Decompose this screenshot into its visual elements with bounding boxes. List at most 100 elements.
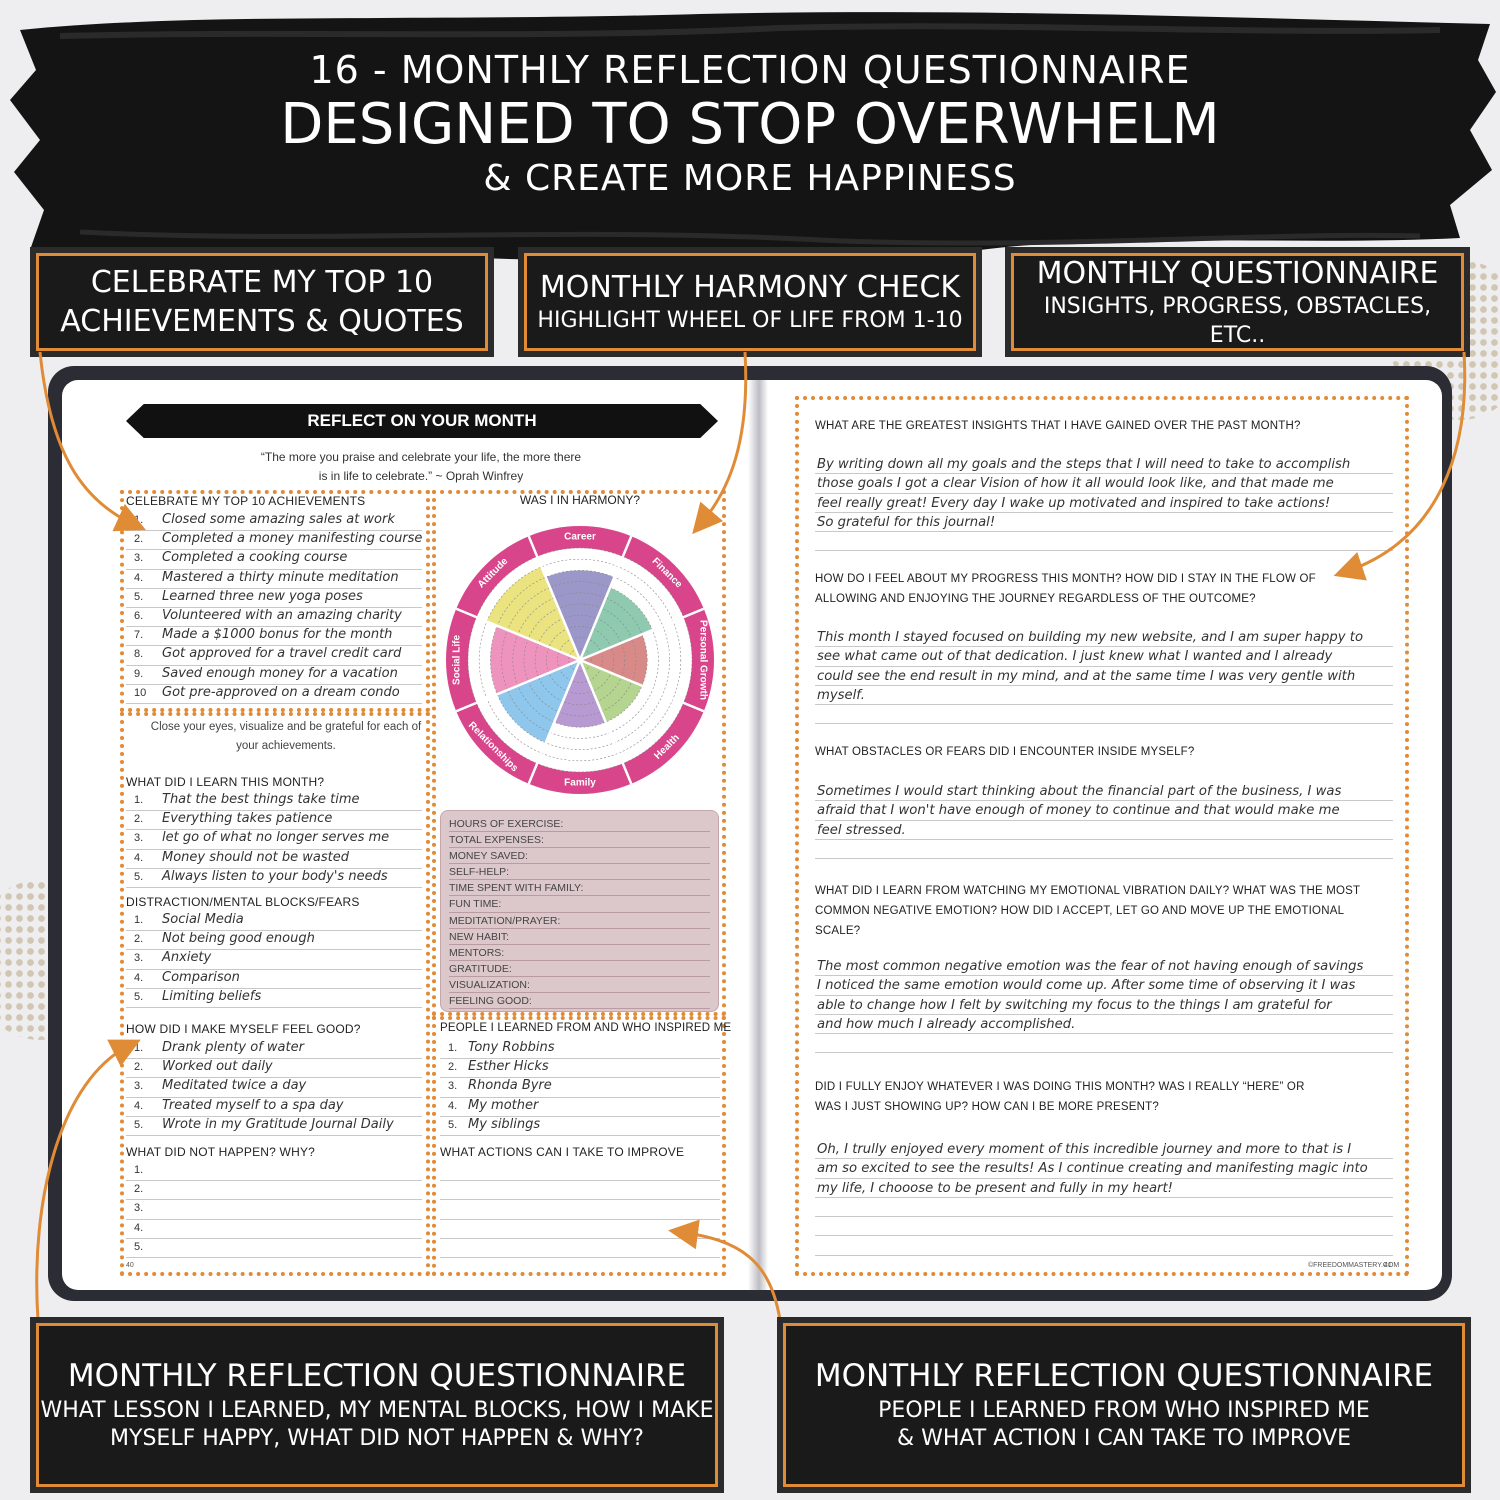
list-item[interactable]: 3.Meditated twice a day (126, 1078, 422, 1098)
hero-line-2: DESIGNED TO STOP OVERWHELM (280, 92, 1220, 157)
list-item[interactable]: 1. (126, 1162, 422, 1182)
callout-reflection-right-line2: & WHAT ACTION I CAN TAKE TO IMPROVE (896, 1426, 1352, 1452)
list-item[interactable]: 6.Volunteered with an amazing charity (126, 608, 422, 628)
list-item[interactable]: 5.My siblings (440, 1117, 720, 1136)
achievements-list: 1.Closed some amazing sales at work 2.Co… (126, 512, 422, 704)
callout-harmony-subtitle: HIGHLIGHT WHEEL OF LIFE FROM 1-10 (537, 308, 963, 334)
wheel-segment-finance[interactable] (580, 587, 653, 660)
stat-row[interactable]: FUN TIME: (449, 896, 710, 913)
stat-row[interactable]: SELF-HELP: (449, 864, 710, 881)
stat-row[interactable]: MEDITATION/PRAYER: (449, 913, 710, 929)
list-item[interactable]: 5.Learned three new yoga poses (126, 589, 422, 608)
question-4: WHAT DID I LEARN FROM WATCHING MY EMOTIO… (815, 885, 1361, 937)
callout-reflection-right: MONTHLY REFLECTION QUESTIONNAIRE PEOPLE … (783, 1323, 1465, 1487)
callout-achievements: CELEBRATE MY TOP 10 ACHIEVEMENTS & QUOTE… (36, 253, 488, 351)
wheel-label: Social Life (452, 635, 463, 685)
wheel-level-ring (512, 592, 648, 728)
hero-line-1: 16 - MONTHLY REFLECTION QUESTIONNAIRE (309, 48, 1191, 92)
list-item[interactable]: 3.Completed a cooking course (126, 550, 422, 570)
wheel-segment-attitude[interactable] (486, 566, 580, 660)
blocks-title: DISTRACTION/MENTAL BLOCKS/FEARS (126, 895, 360, 909)
list-item[interactable]: 3.let go of what no longer serves me (126, 830, 422, 850)
list-item[interactable]: 3.Rhonda Byre (440, 1078, 720, 1098)
highlight-frame-achievements (120, 490, 430, 712)
wheel-level-ring (467, 547, 693, 773)
stat-row[interactable]: VISUALIZATION: (449, 977, 710, 994)
stat-row[interactable]: NEW HABIT: (449, 929, 710, 945)
list-item[interactable]: 2. (126, 1181, 422, 1201)
stat-row[interactable]: FEELING GOOD: (449, 993, 710, 1010)
list-item[interactable]: 9.Saved enough money for a vacation (126, 666, 422, 685)
list-item[interactable]: 4. (126, 1220, 422, 1239)
list-item[interactable]: 3.Anxiety (126, 950, 422, 970)
list-item[interactable]: 1.That the best things take time (126, 792, 422, 812)
list-item[interactable]: 5.Limiting beliefs (126, 989, 422, 1008)
stat-row[interactable]: MONEY SAVED: (449, 848, 710, 865)
answer-lines-1[interactable] (815, 455, 1393, 552)
wheel-segment-career[interactable] (545, 570, 615, 660)
list-item[interactable] (440, 1220, 720, 1239)
callout-achievements-line2: ACHIEVEMENTS & QUOTES (60, 304, 464, 339)
stat-row[interactable]: HOURS OF EXERCISE: (449, 816, 710, 833)
list-item[interactable]: 4.My mother (440, 1098, 720, 1117)
wheel-level-ring (534, 614, 626, 706)
highlight-frame-questions (795, 396, 1409, 1276)
answer-2: This month I stayed focused on building … (817, 630, 1364, 703)
stat-row[interactable]: MENTORS: (449, 945, 710, 961)
reflect-banner: REFLECT ON YOUR MONTH (126, 404, 718, 438)
list-item[interactable] (440, 1200, 720, 1220)
list-item[interactable]: 1.Tony Robbins (440, 1040, 720, 1060)
people-list: 1.Tony Robbins 2.Esther Hicks 3.Rhonda B… (440, 1040, 720, 1136)
answer-4: The most common negative emotion was the… (817, 959, 1364, 1032)
callout-reflection-left-title: MONTHLY REFLECTION QUESTIONNAIRE (67, 1358, 687, 1395)
right-page-number: 41 (1384, 1262, 1392, 1269)
list-item[interactable]: 5. (126, 1239, 422, 1258)
list-item[interactable]: 5.Always listen to your body's needs (126, 869, 422, 888)
list-item[interactable]: 2.Not being good enough (126, 931, 422, 951)
answer-lines-2[interactable] (815, 628, 1393, 725)
question-2: HOW DO I FEEL ABOUT MY PROGRESS THIS MON… (815, 573, 1316, 605)
list-item[interactable] (440, 1239, 720, 1258)
monthly-stats-box: HOURS OF EXERCISE: TOTAL EXPENSES: MONEY… (440, 810, 719, 1012)
wheel-segment-health[interactable] (580, 660, 643, 723)
wheel-segment-relationships[interactable] (497, 660, 580, 743)
list-item[interactable]: 2.Esther Hicks (440, 1059, 720, 1079)
list-item[interactable]: 1.Social Media (126, 912, 422, 932)
list-item[interactable]: 8.Got approved for a travel credit card (126, 646, 422, 666)
list-item[interactable]: 4.Comparison (126, 970, 422, 989)
callout-reflection-left-line1: WHAT LESSON I LEARNED, MY MENTAL BLOCKS,… (40, 1397, 714, 1423)
list-item[interactable]: 3. (126, 1200, 422, 1220)
stat-row[interactable]: GRATITUDE: (449, 961, 710, 977)
stat-row[interactable]: TOTAL EXPENSES: (449, 832, 710, 849)
list-item[interactable]: 5.Wrote in my Gratitude Journal Daily (126, 1117, 422, 1136)
answer-lines-5[interactable] (815, 1140, 1393, 1256)
answer-lines-3[interactable] (815, 782, 1393, 860)
hero-header: 16 - MONTHLY REFLECTION QUESTIONNAIRE DE… (0, 0, 1500, 260)
achievements-title: CELEBRATE MY TOP 10 ACHIEVEMENTS (126, 494, 366, 508)
close-eyes-note: Close your eyes, visualize and be gratef… (126, 718, 446, 756)
question-3: WHAT OBSTACLES OR FEARS DID I ENCOUNTER … (815, 746, 1195, 758)
list-item[interactable]: 7.Made a $1000 bonus for the month (126, 627, 422, 647)
not-happen-list: 1. 2. 3. 4. 5. (126, 1162, 422, 1258)
list-item[interactable]: 1.Closed some amazing sales at work (126, 512, 422, 532)
stat-row[interactable]: TIME SPENT WITH FAMILY: (449, 880, 710, 897)
list-item[interactable]: 4.Treated myself to a spa day (126, 1098, 422, 1117)
list-item[interactable]: 2.Completed a money manifesting course (126, 531, 422, 551)
wheel-divider (455, 607, 581, 662)
list-item[interactable]: 1.Drank plenty of water (126, 1040, 422, 1060)
feel-good-title: HOW DID I MAKE MYSELF FEEL GOOD? (126, 1022, 361, 1036)
wheel-level-ring (490, 570, 670, 750)
list-item[interactable]: 4.Money should not be wasted (126, 850, 422, 869)
list-item[interactable]: 2.Everything takes patience (126, 811, 422, 831)
list-item[interactable]: 2.Worked out daily (126, 1059, 422, 1079)
wheel-divider (527, 535, 582, 661)
callout-questionnaire-subtitle: INSIGHTS, PROGRESS, OBSTACLES, ETC.. (1043, 293, 1432, 348)
list-item[interactable] (440, 1162, 720, 1182)
callout-achievements-line1: CELEBRATE MY TOP 10 (90, 265, 434, 300)
list-item[interactable] (440, 1181, 720, 1201)
answer-lines-4[interactable] (815, 957, 1393, 1054)
highlight-frame-lessons (120, 712, 430, 1276)
list-item[interactable]: 4.Mastered a thirty minute meditation (126, 570, 422, 589)
